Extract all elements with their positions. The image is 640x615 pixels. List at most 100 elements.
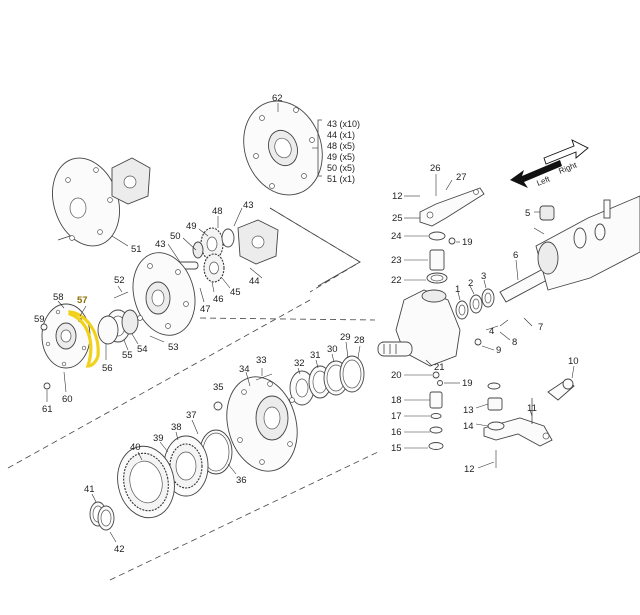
callout-9: 9 bbox=[496, 345, 501, 356]
callout-3: 3 bbox=[481, 271, 486, 282]
callout-15: 15 bbox=[391, 443, 402, 454]
steering-arm-25 bbox=[419, 187, 485, 227]
callout-11: 11 bbox=[527, 403, 537, 414]
pin-7 bbox=[523, 317, 533, 327]
leader-52 bbox=[117, 285, 123, 293]
leader-9 bbox=[481, 345, 495, 351]
callout-55: 55 bbox=[122, 350, 133, 361]
callout-52: 52 bbox=[114, 275, 125, 286]
leader-55 bbox=[123, 339, 129, 351]
plug-59 bbox=[40, 323, 48, 331]
end-cover-58 bbox=[41, 303, 91, 369]
callout-50: 50 bbox=[170, 231, 181, 242]
seal-rings-54-56 bbox=[97, 309, 139, 345]
callout-7: 7 bbox=[538, 322, 543, 333]
leader-32 bbox=[297, 367, 301, 375]
lower-king-pin-parts bbox=[428, 371, 444, 450]
callout-12b: 12 bbox=[464, 464, 475, 475]
callout-22: 22 bbox=[391, 275, 402, 286]
callout-61: 61 bbox=[42, 404, 53, 415]
hub-flange-62 bbox=[243, 100, 323, 196]
tie-rod-end-10 bbox=[547, 378, 575, 401]
callout-59: 59 bbox=[34, 314, 45, 325]
leader-41 bbox=[91, 493, 97, 503]
bearing-rings-28-32 bbox=[289, 355, 365, 406]
callout-25: 25 bbox=[392, 213, 403, 224]
callout-39: 39 bbox=[153, 433, 164, 444]
callout-17: 17 bbox=[391, 411, 402, 422]
leader-60 bbox=[63, 371, 67, 393]
leader-45 bbox=[221, 277, 231, 289]
callout-18: 18 bbox=[391, 395, 402, 406]
callout-8: 8 bbox=[512, 337, 517, 348]
kit-item-3: 48 (x5) bbox=[327, 141, 355, 151]
leader-4 bbox=[499, 319, 509, 327]
callout-30: 30 bbox=[327, 344, 338, 355]
callout-2: 2 bbox=[468, 278, 473, 289]
plug-35 bbox=[213, 401, 223, 411]
leader-13 bbox=[475, 403, 489, 409]
leader-31 bbox=[315, 359, 319, 369]
leader-44 bbox=[249, 267, 263, 279]
callout-57: 57 bbox=[77, 295, 88, 306]
callout-33: 33 bbox=[256, 355, 267, 366]
callout-44: 44 bbox=[249, 276, 260, 287]
callout-1: 1 bbox=[455, 284, 460, 295]
callout-56: 56 bbox=[102, 363, 113, 374]
leader-21 bbox=[425, 359, 433, 367]
leader-3 bbox=[483, 279, 487, 289]
callout-12a: 12 bbox=[392, 191, 403, 202]
direction-left-label: Left bbox=[535, 174, 551, 188]
callout-35: 35 bbox=[213, 382, 224, 393]
kit-item-5: 50 (x5) bbox=[327, 163, 355, 173]
callout-43b: 43 bbox=[155, 239, 166, 250]
leader-43a bbox=[233, 207, 243, 227]
leader-12b bbox=[477, 461, 495, 469]
leader-42 bbox=[109, 531, 117, 543]
leader-27 bbox=[445, 179, 453, 191]
king-pin-parts bbox=[426, 231, 456, 284]
leader-49 bbox=[198, 228, 209, 237]
callout-37: 37 bbox=[186, 410, 197, 421]
leader-10 bbox=[571, 365, 575, 379]
callout-43a: 43 bbox=[243, 200, 254, 211]
leader-38 bbox=[175, 431, 179, 441]
callout-21: 21 bbox=[434, 362, 445, 373]
leader-50 bbox=[182, 237, 197, 251]
direction-indicator: Left Right bbox=[510, 139, 589, 188]
callout-5: 5 bbox=[525, 208, 530, 219]
internal-gear-40 bbox=[117, 445, 175, 519]
left-arrow-icon bbox=[510, 160, 562, 188]
kit-item-4: 49 (x5) bbox=[327, 152, 355, 162]
assembly-boundary-lines bbox=[7, 207, 379, 581]
callout-60: 60 bbox=[62, 394, 73, 405]
callout-42: 42 bbox=[114, 544, 125, 555]
planet-carrier-51 bbox=[52, 157, 151, 247]
callout-48: 48 bbox=[212, 206, 223, 217]
planet-carrier-hub bbox=[132, 252, 196, 336]
callout-49: 49 bbox=[186, 221, 197, 232]
leader-47 bbox=[199, 287, 205, 303]
leader-40 bbox=[137, 451, 143, 461]
leader-29 bbox=[345, 341, 349, 359]
callout-54: 54 bbox=[137, 344, 148, 355]
callout-51: 51 bbox=[131, 244, 142, 255]
callout-31: 31 bbox=[310, 350, 321, 361]
leader-54 bbox=[131, 333, 139, 345]
callout-6: 6 bbox=[513, 250, 518, 261]
leader-30 bbox=[331, 353, 335, 363]
callout-13: 13 bbox=[463, 405, 474, 416]
callout-23: 23 bbox=[391, 255, 402, 266]
leader-11 bbox=[529, 409, 533, 417]
highlighted-ring-57 bbox=[68, 310, 100, 368]
callout-46: 46 bbox=[213, 294, 224, 305]
bushing-5 bbox=[539, 205, 555, 221]
leader-34 bbox=[245, 371, 251, 387]
plug-61 bbox=[43, 382, 51, 390]
callout-28: 28 bbox=[354, 335, 365, 346]
leader-28 bbox=[357, 345, 361, 359]
leader-46 bbox=[211, 281, 215, 293]
callout-53: 53 bbox=[168, 342, 179, 353]
leader-1 bbox=[457, 291, 461, 301]
